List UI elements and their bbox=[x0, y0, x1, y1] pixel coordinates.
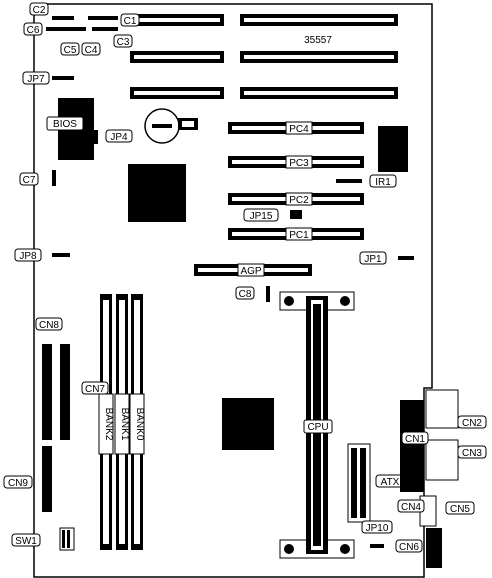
svg-text:CN7: CN7 bbox=[85, 384, 105, 395]
bank-2-label: BANK2 bbox=[98, 393, 114, 455]
svg-text:PC1: PC1 bbox=[289, 230, 309, 241]
svg-text:BANK2: BANK2 bbox=[103, 408, 114, 441]
board-outline bbox=[33, 3, 433, 578]
svg-text:PC3: PC3 bbox=[289, 158, 309, 169]
top-jumper-headers bbox=[46, 16, 118, 31]
callout-cn3: CN3 bbox=[457, 445, 487, 459]
callout-cn4: CN4 bbox=[397, 499, 425, 513]
back-panel-connectors bbox=[400, 389, 459, 568]
bios-chip: BIOS bbox=[46, 98, 94, 160]
callout-sw1: SW1 bbox=[11, 527, 75, 551]
svg-text:CN1: CN1 bbox=[405, 434, 425, 445]
callout-cn6: CN6 bbox=[395, 539, 423, 553]
svg-text:SW1: SW1 bbox=[15, 536, 37, 547]
super-io-chip bbox=[378, 126, 408, 172]
svg-text:CN3: CN3 bbox=[462, 448, 482, 459]
pci-slot-2: PC2 bbox=[228, 192, 364, 206]
callout-c5: C5 bbox=[60, 42, 80, 56]
callout-jp10: JP10 bbox=[361, 520, 393, 548]
callout-cn1: CN1 bbox=[401, 431, 429, 445]
callout-jp1: JP1 bbox=[359, 251, 414, 265]
svg-text:CN8: CN8 bbox=[39, 320, 59, 331]
svg-text:CN5: CN5 bbox=[450, 504, 470, 515]
chipset-south bbox=[222, 398, 274, 450]
callout-c7: C7 bbox=[19, 170, 56, 186]
callout-jp7: JP7 bbox=[22, 71, 74, 85]
svg-text:CN2: CN2 bbox=[462, 418, 482, 429]
svg-text:IR1: IR1 bbox=[375, 177, 391, 188]
svg-text:CN6: CN6 bbox=[399, 542, 419, 553]
svg-text:C3: C3 bbox=[117, 37, 130, 48]
callout-c4: C4 bbox=[81, 42, 101, 56]
svg-text:C7: C7 bbox=[23, 175, 36, 186]
svg-text:BANK0: BANK0 bbox=[134, 408, 145, 441]
callout-cn2: CN2 bbox=[457, 415, 487, 429]
svg-text:ATX: ATX bbox=[381, 477, 400, 488]
callout-cn5: CN5 bbox=[445, 501, 475, 515]
callout-c8: C8 bbox=[235, 286, 270, 302]
svg-text:JP7: JP7 bbox=[27, 74, 45, 85]
svg-text:C1: C1 bbox=[124, 16, 137, 27]
svg-text:PC4: PC4 bbox=[289, 124, 309, 135]
board-model-label: 35557 bbox=[304, 35, 332, 46]
chipset-north bbox=[128, 164, 186, 222]
callout-c6: C6 bbox=[23, 22, 43, 36]
callout-ir1: IR1 bbox=[336, 174, 397, 188]
callout-cn9: CN9 bbox=[3, 475, 33, 489]
bank-0-label: BANK0 bbox=[129, 393, 145, 455]
cn7-header bbox=[60, 344, 70, 440]
svg-text:CPU: CPU bbox=[307, 422, 328, 433]
callout-c2: C2 bbox=[29, 2, 49, 16]
svg-text:JP15: JP15 bbox=[250, 211, 273, 222]
callout-c1: C1 bbox=[120, 13, 140, 27]
isa-slots bbox=[130, 14, 398, 99]
svg-text:CN9: CN9 bbox=[8, 478, 28, 489]
svg-text:JP4: JP4 bbox=[110, 132, 128, 143]
atx-power-connector: ATX bbox=[347, 443, 405, 523]
svg-text:C4: C4 bbox=[85, 45, 98, 56]
pci-slot-3: PC3 bbox=[228, 155, 364, 169]
svg-text:JP8: JP8 bbox=[19, 251, 37, 262]
callout-jp8: JP8 bbox=[14, 248, 70, 262]
cn9-header bbox=[42, 446, 52, 512]
pci-slot-1: PC1 bbox=[228, 227, 364, 241]
svg-text:AGP: AGP bbox=[240, 266, 261, 277]
agp-slot: AGP bbox=[194, 263, 312, 277]
callout-cn8: CN8 bbox=[35, 317, 63, 331]
callout-cn7: CN7 bbox=[81, 381, 109, 395]
callout-jp15: JP15 bbox=[243, 208, 302, 222]
svg-text:C2: C2 bbox=[33, 5, 46, 16]
svg-text:C8: C8 bbox=[239, 289, 252, 300]
cpu-slot: CPU bbox=[279, 291, 355, 559]
cmos-battery bbox=[144, 108, 198, 144]
svg-text:PC2: PC2 bbox=[289, 195, 309, 206]
svg-text:C6: C6 bbox=[27, 25, 40, 36]
callout-c3: C3 bbox=[113, 34, 133, 48]
pci-slot-4: PC4 bbox=[228, 121, 364, 135]
svg-text:BANK1: BANK1 bbox=[119, 408, 130, 441]
svg-text:JP1: JP1 bbox=[364, 254, 382, 265]
svg-text:CN4: CN4 bbox=[401, 502, 421, 513]
cn8-header bbox=[42, 344, 52, 440]
svg-text:JP10: JP10 bbox=[366, 523, 389, 534]
callout-jp4: JP4 bbox=[92, 129, 133, 144]
svg-text:C5: C5 bbox=[64, 45, 77, 56]
svg-text:BIOS: BIOS bbox=[53, 119, 77, 130]
bank-1-label: BANK1 bbox=[114, 393, 130, 455]
